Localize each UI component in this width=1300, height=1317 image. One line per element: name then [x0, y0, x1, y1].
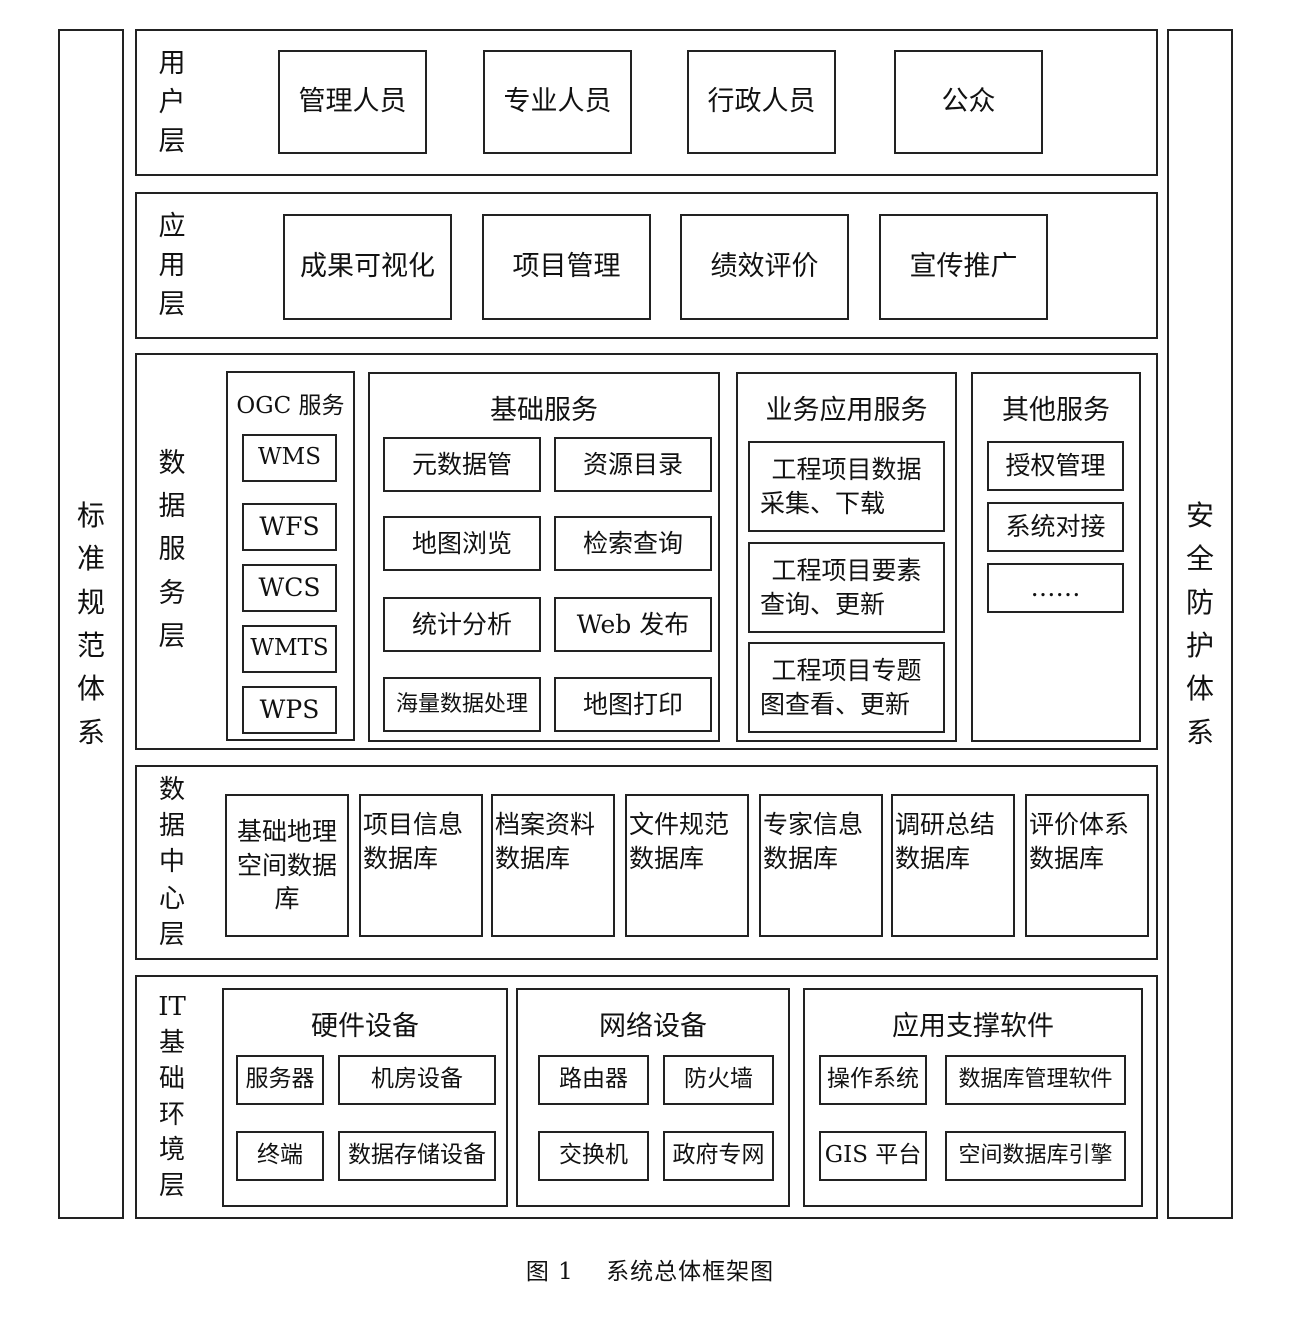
- ogc-wmts: WMTS: [242, 625, 337, 673]
- basic-search-query: 检索查询: [554, 516, 712, 571]
- other-ellipsis: ……: [987, 563, 1124, 613]
- ogc-wcs: WCS: [242, 564, 337, 612]
- hw-machine-room: 机房设备: [338, 1055, 496, 1105]
- figure-caption: 图 1 系统总体框架图: [525, 1259, 775, 1285]
- data-service-layer-label: 数 据 服 务 层: [158, 448, 186, 652]
- network-title: 网络设备: [599, 1011, 707, 1042]
- other-service-title: 其他服务: [1002, 395, 1110, 426]
- hw-server: 服务器: [236, 1055, 324, 1105]
- user-public: 公众: [894, 50, 1043, 154]
- ogc-wps: WPS: [242, 686, 337, 734]
- db-basic-geo-spatial: 基础地理 空间数据 库: [225, 794, 349, 937]
- standard-system-column: [58, 29, 124, 1219]
- db-expert-info: 专家信息 数据库: [759, 794, 883, 937]
- basic-map-browse: 地图浏览: [383, 516, 541, 571]
- db-archive: 档案资料 数据库: [491, 794, 615, 937]
- other-authorization: 授权管理: [987, 441, 1124, 491]
- user-administrative: 行政人员: [687, 50, 836, 154]
- business-service-title: 业务应用服务: [765, 395, 928, 426]
- app-project-management: 项目管理: [482, 214, 651, 320]
- basic-service-title: 基础服务: [490, 395, 598, 426]
- business-query-update: 工程项目要素 查询、更新: [748, 542, 945, 633]
- db-file-standard: 文件规范 数据库: [625, 794, 749, 937]
- sw-gis: GIS 平台: [819, 1131, 927, 1181]
- user-admin: 管理人员: [278, 50, 427, 154]
- net-router: 路由器: [538, 1055, 649, 1105]
- sw-dbms: 数据库管理软件: [945, 1055, 1126, 1105]
- other-service-group: [971, 372, 1141, 742]
- db-project-info: 项目信息 数据库: [359, 794, 483, 937]
- user-layer-label: 用 户 层: [158, 47, 186, 158]
- hw-storage: 数据存储设备: [338, 1131, 496, 1181]
- ogc-wms: WMS: [242, 434, 337, 482]
- ogc-wfs: WFS: [242, 503, 337, 551]
- ogc-service-title: OGC 服务: [236, 393, 345, 419]
- application-layer-label: 应 用 层: [158, 210, 186, 321]
- basic-resource-catalog: 资源目录: [554, 437, 712, 492]
- basic-metadata: 元数据管: [383, 437, 541, 492]
- standard-system-label: 标 准 规 范 体 系: [76, 498, 105, 749]
- basic-map-print: 地图打印: [554, 677, 712, 732]
- software-title: 应用支撑软件: [892, 1011, 1054, 1042]
- it-infrastructure-layer-label: IT 基 础 环 境 层: [158, 991, 186, 1202]
- hw-terminal: 终端: [236, 1131, 324, 1181]
- security-system-label: 安 全 防 护 体 系: [1185, 498, 1214, 749]
- hardware-title: 硬件设备: [311, 1011, 419, 1042]
- sw-spatial-engine: 空间数据库引擎: [945, 1131, 1126, 1181]
- basic-statistics: 统计分析: [383, 597, 541, 652]
- business-thematic-map: 工程项目专题 图查看、更新: [748, 642, 945, 733]
- app-visualization: 成果可视化: [283, 214, 452, 320]
- basic-web-publish: Web 发布: [554, 597, 712, 652]
- net-switch: 交换机: [538, 1131, 649, 1181]
- business-collect-download: 工程项目数据 采集、下载: [748, 441, 945, 532]
- db-evaluation-system: 评价体系 数据库: [1025, 794, 1149, 937]
- app-publicity: 宣传推广: [879, 214, 1048, 320]
- other-system-integration: 系统对接: [987, 502, 1124, 552]
- sw-os: 操作系统: [819, 1055, 927, 1105]
- user-professional: 专业人员: [483, 50, 632, 154]
- db-research-summary: 调研总结 数据库: [891, 794, 1015, 937]
- basic-massive-data: 海量数据处理: [383, 677, 541, 732]
- net-firewall: 防火墙: [663, 1055, 774, 1105]
- security-system-column: [1167, 29, 1233, 1219]
- data-center-layer-label: 数 据 中 心 层: [158, 774, 185, 951]
- app-performance-evaluation: 绩效评价: [680, 214, 849, 320]
- ogc-service-group: [226, 371, 355, 741]
- net-government: 政府专网: [663, 1131, 774, 1181]
